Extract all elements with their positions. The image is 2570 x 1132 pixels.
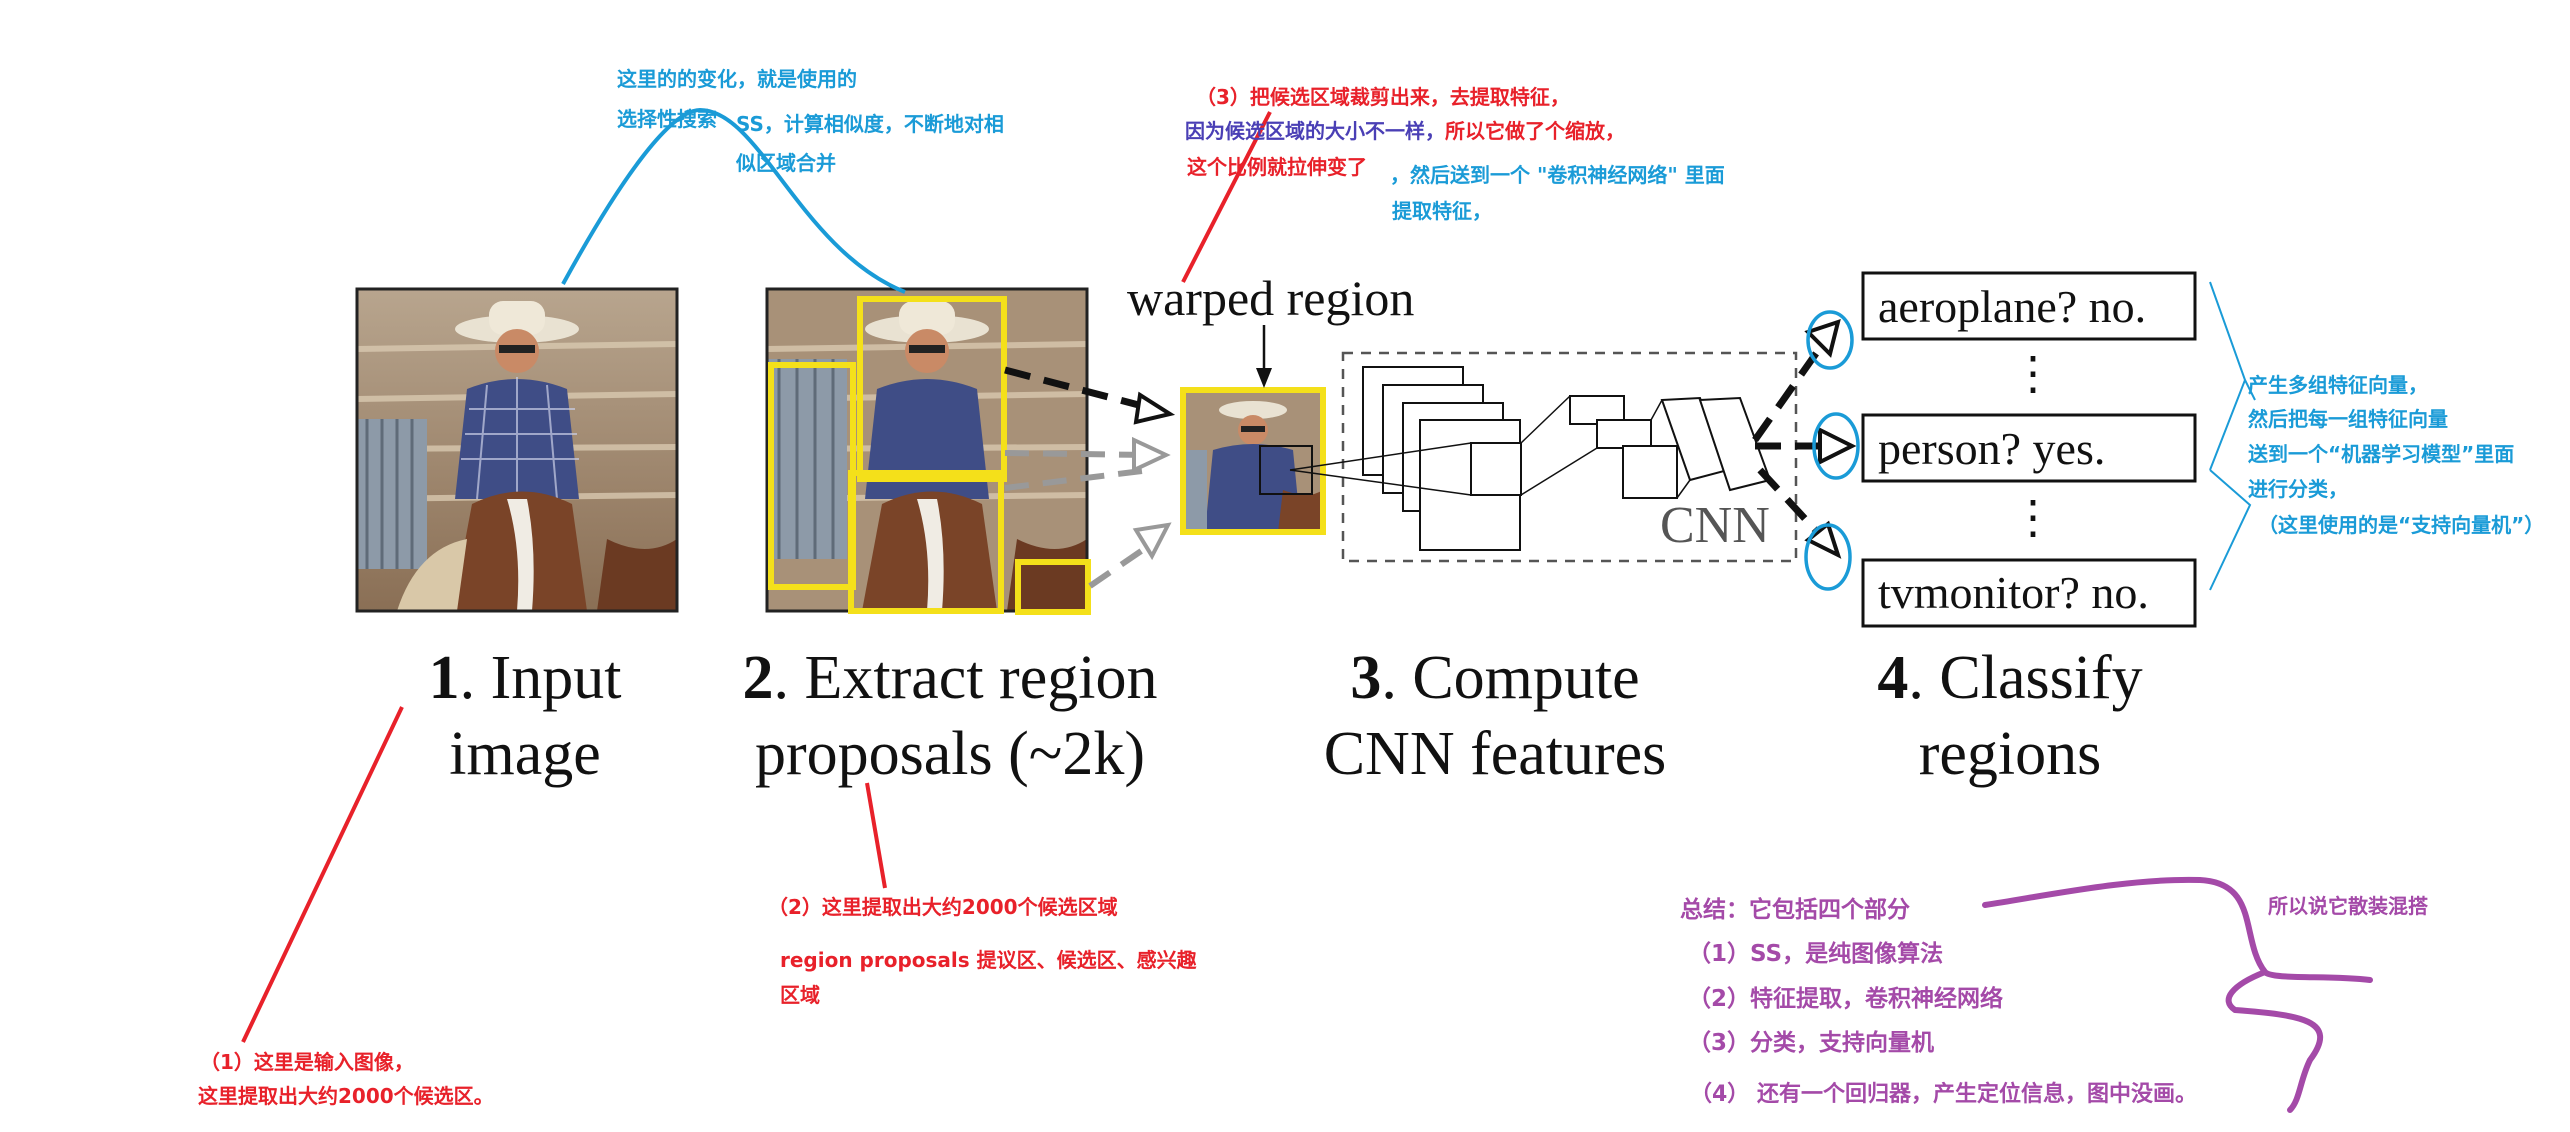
class-label-tvmonitor: tvmonitor? no. — [1878, 567, 2149, 618]
classify-annotation-line1: 产生多组特征向量， — [2248, 373, 2428, 397]
proposals-pointer-line — [865, 782, 887, 889]
ss-annotation-line1: 这里的的变化，就是使用的 — [617, 67, 857, 91]
ss-annotation-line3: SS，计算相似度，不断地对相 — [736, 112, 1004, 136]
warped-pointer-head — [1256, 368, 1272, 388]
ss-arc — [561, 107, 906, 294]
class-arrow-top — [1752, 342, 1825, 443]
input-image — [357, 289, 677, 611]
crop-annotation-line1: （3）把候选区域裁剪出来，去提取特征， — [1196, 85, 1570, 109]
crop-annotation-line2a: 因为候选区域的大小不一样， — [1185, 119, 1445, 143]
cnn-connections — [1289, 395, 1691, 499]
classify-annotation-line4: 进行分类， — [2248, 477, 2348, 501]
step-1-line1: . Input — [459, 644, 622, 712]
class-label-person: person? yes. — [1878, 423, 2106, 474]
crop-annotation-line3: 这个比例就拉伸变了 — [1187, 155, 1367, 179]
warp-arrow-grey-3-head — [1132, 522, 1172, 561]
warped-region-frame — [1180, 387, 1326, 535]
proposal-box-horse — [848, 470, 1004, 614]
input-annotation-line1: （1）这里是输入图像， — [200, 1050, 414, 1074]
proposals-annotation-line1: （2）这里提取出大约2000个候选区域 — [768, 895, 1118, 919]
class-box-tvmonitor — [1861, 558, 2197, 628]
warp-arrow-grey-3 — [1088, 542, 1152, 589]
step-3-caption: 3. Compute CNN features — [1270, 640, 1720, 792]
class-arrow-top-head — [1804, 318, 1841, 358]
class-label-aeroplane: aeroplane? no. — [1878, 281, 2147, 332]
warped-region-inner-box — [1259, 445, 1313, 495]
warp-arrow-grey-1-head — [1132, 436, 1171, 474]
summary-brace — [1982, 876, 2373, 1113]
summary-item-3: （3）分类，支持向量机 — [1688, 1030, 1935, 1056]
step-1-number: 1 — [428, 644, 460, 712]
summary-item-2: （2）特征提取，卷积神经网络 — [1688, 986, 2004, 1012]
warp-arrow-grey-1 — [1004, 450, 1151, 458]
warp-arrow-dark-head — [1133, 391, 1176, 425]
step-3-line1: . Compute — [1381, 644, 1640, 712]
arrowhead-highlights — [1804, 310, 1860, 591]
step-1-caption: 1. Input image — [380, 640, 670, 792]
crop-annotation-line5: 提取特征， — [1392, 199, 1492, 223]
vdots-top: ⋮ — [2010, 348, 2056, 399]
classify-annotation-line3: 送到一个“机器学习模型”里面 — [2248, 442, 2515, 466]
warped-region-image — [1183, 390, 1323, 532]
input-annotation-line2: 这里提取出大约2000个候选区。 — [198, 1084, 494, 1108]
input-pointer-line — [241, 706, 404, 1043]
ss-annotation-line2: 选择性搜索 — [617, 107, 717, 131]
summary-title: 总结：它包括四个部分 — [1680, 897, 1910, 923]
classify-bracket — [2209, 281, 2256, 591]
summary-item-4: （4） 还有一个回归器，产生定位信息，图中没画。 — [1690, 1082, 2197, 1107]
step-4-number: 4 — [1877, 644, 1909, 712]
class-arrow-bottom-head — [1804, 520, 1842, 559]
proposal-box-person — [857, 296, 1007, 482]
proposals-annotation-line2: region proposals 提议区、候选区、感兴趣 — [780, 948, 1197, 972]
warp-arrow-grey-2 — [1004, 467, 1151, 491]
proposal-box-left — [768, 362, 856, 590]
proposal-boxes — [768, 296, 1091, 615]
proposals-image — [767, 289, 1087, 611]
step-3-line2: CNN features — [1323, 720, 1667, 788]
crop-annotation-line4: ，然后送到一个 "卷积神经网络" 里面 — [1390, 163, 1725, 187]
input-image-frame — [355, 287, 679, 613]
step-2-number: 2 — [742, 644, 774, 712]
step-2-line1: . Extract region — [773, 644, 1158, 712]
step-1-line2: image — [449, 720, 601, 788]
vdots-bottom: ⋮ — [2010, 492, 2056, 543]
class-arrow-mid-head — [1818, 426, 1857, 466]
step-3-number: 3 — [1350, 644, 1382, 712]
proposal-box-bottom — [1015, 559, 1091, 615]
classify-annotation-line5: （这里使用的是“支持向量机”） — [2258, 513, 2545, 537]
class-arrow-bottom — [1757, 467, 1823, 538]
cnn-dashed-box — [1341, 351, 1798, 563]
cnn-label: CNN — [1660, 497, 1770, 554]
class-box-person — [1861, 413, 2197, 483]
step-2-line2: proposals (~2k) — [755, 720, 1145, 788]
classify-annotation-line2: 然后把每一组特征向量 — [2248, 407, 2448, 431]
crop-pointer-line — [1181, 111, 1272, 283]
step-2-caption: 2. Extract region proposals (~2k) — [700, 640, 1200, 792]
ss-annotation-line4: 似区域合并 — [736, 151, 836, 175]
crop-annotation-line2: 因为候选区域的大小不一样，所以它做了个缩放， — [1185, 114, 1625, 148]
summary-side-note: 所以说它散装混搭 — [2268, 894, 2428, 918]
class-box-aeroplane — [1861, 271, 2197, 341]
proposals-annotation-line3: 区域 — [780, 983, 820, 1007]
step-4-line1: . Classify — [1908, 644, 2143, 712]
warped-region-label: warped region — [1127, 270, 1415, 326]
crop-annotation-line2b: 所以它做了个缩放， — [1445, 119, 1625, 143]
warp-arrow-dark — [1004, 366, 1159, 414]
step-4-line2: regions — [1918, 720, 2102, 788]
step-4-caption: 4. Classify regions — [1820, 640, 2200, 792]
summary-item-1: （1）SS，是纯图像算法 — [1688, 941, 1944, 967]
